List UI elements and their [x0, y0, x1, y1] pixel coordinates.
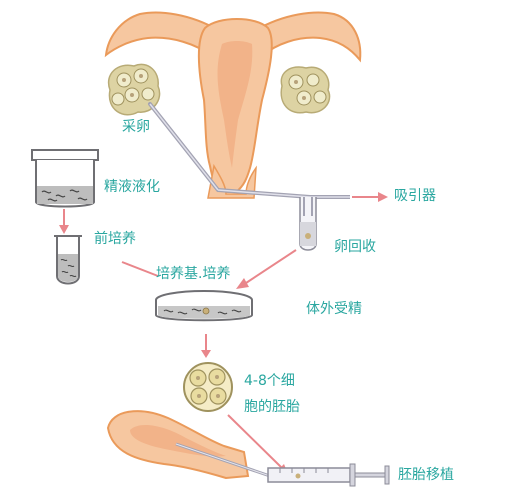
left-ovary: [107, 63, 161, 116]
label-embryo-transfer: 胚胎移植: [398, 467, 454, 483]
semen-container: [31, 149, 99, 208]
arrow-from-recovery: [236, 249, 297, 289]
label-ivf: 体外受精: [306, 301, 362, 317]
pre-culture-tube: [54, 235, 82, 285]
label-embryo-line2: 胞的胚胎: [244, 399, 300, 415]
label-culture-medium: 培养基.培养: [156, 266, 231, 282]
arrow-semen-to-tube: [59, 209, 69, 234]
label-embryo-line1: 4-8个细: [244, 373, 295, 389]
arrow-dish-to-embryo: [201, 334, 211, 358]
arrow-from-tube: [121, 261, 159, 277]
label-egg-retrieval: 采卵: [122, 119, 150, 135]
label-pre-culture: 前培养: [94, 231, 136, 247]
culture-dish: [155, 290, 253, 322]
embryo: [183, 362, 233, 412]
uterus-illustration: [104, 11, 362, 199]
right-ovary: [280, 66, 331, 114]
label-egg-recovery: 卵回收: [334, 239, 376, 255]
egg-recovery-tube: [299, 197, 317, 251]
arrow-to-aspirator: [352, 192, 388, 202]
transfer-catheter: [175, 442, 271, 478]
label-sperm-liquefaction: 精液液化: [104, 179, 160, 195]
label-aspirator: 吸引器: [394, 188, 436, 204]
syringe: [267, 463, 390, 487]
